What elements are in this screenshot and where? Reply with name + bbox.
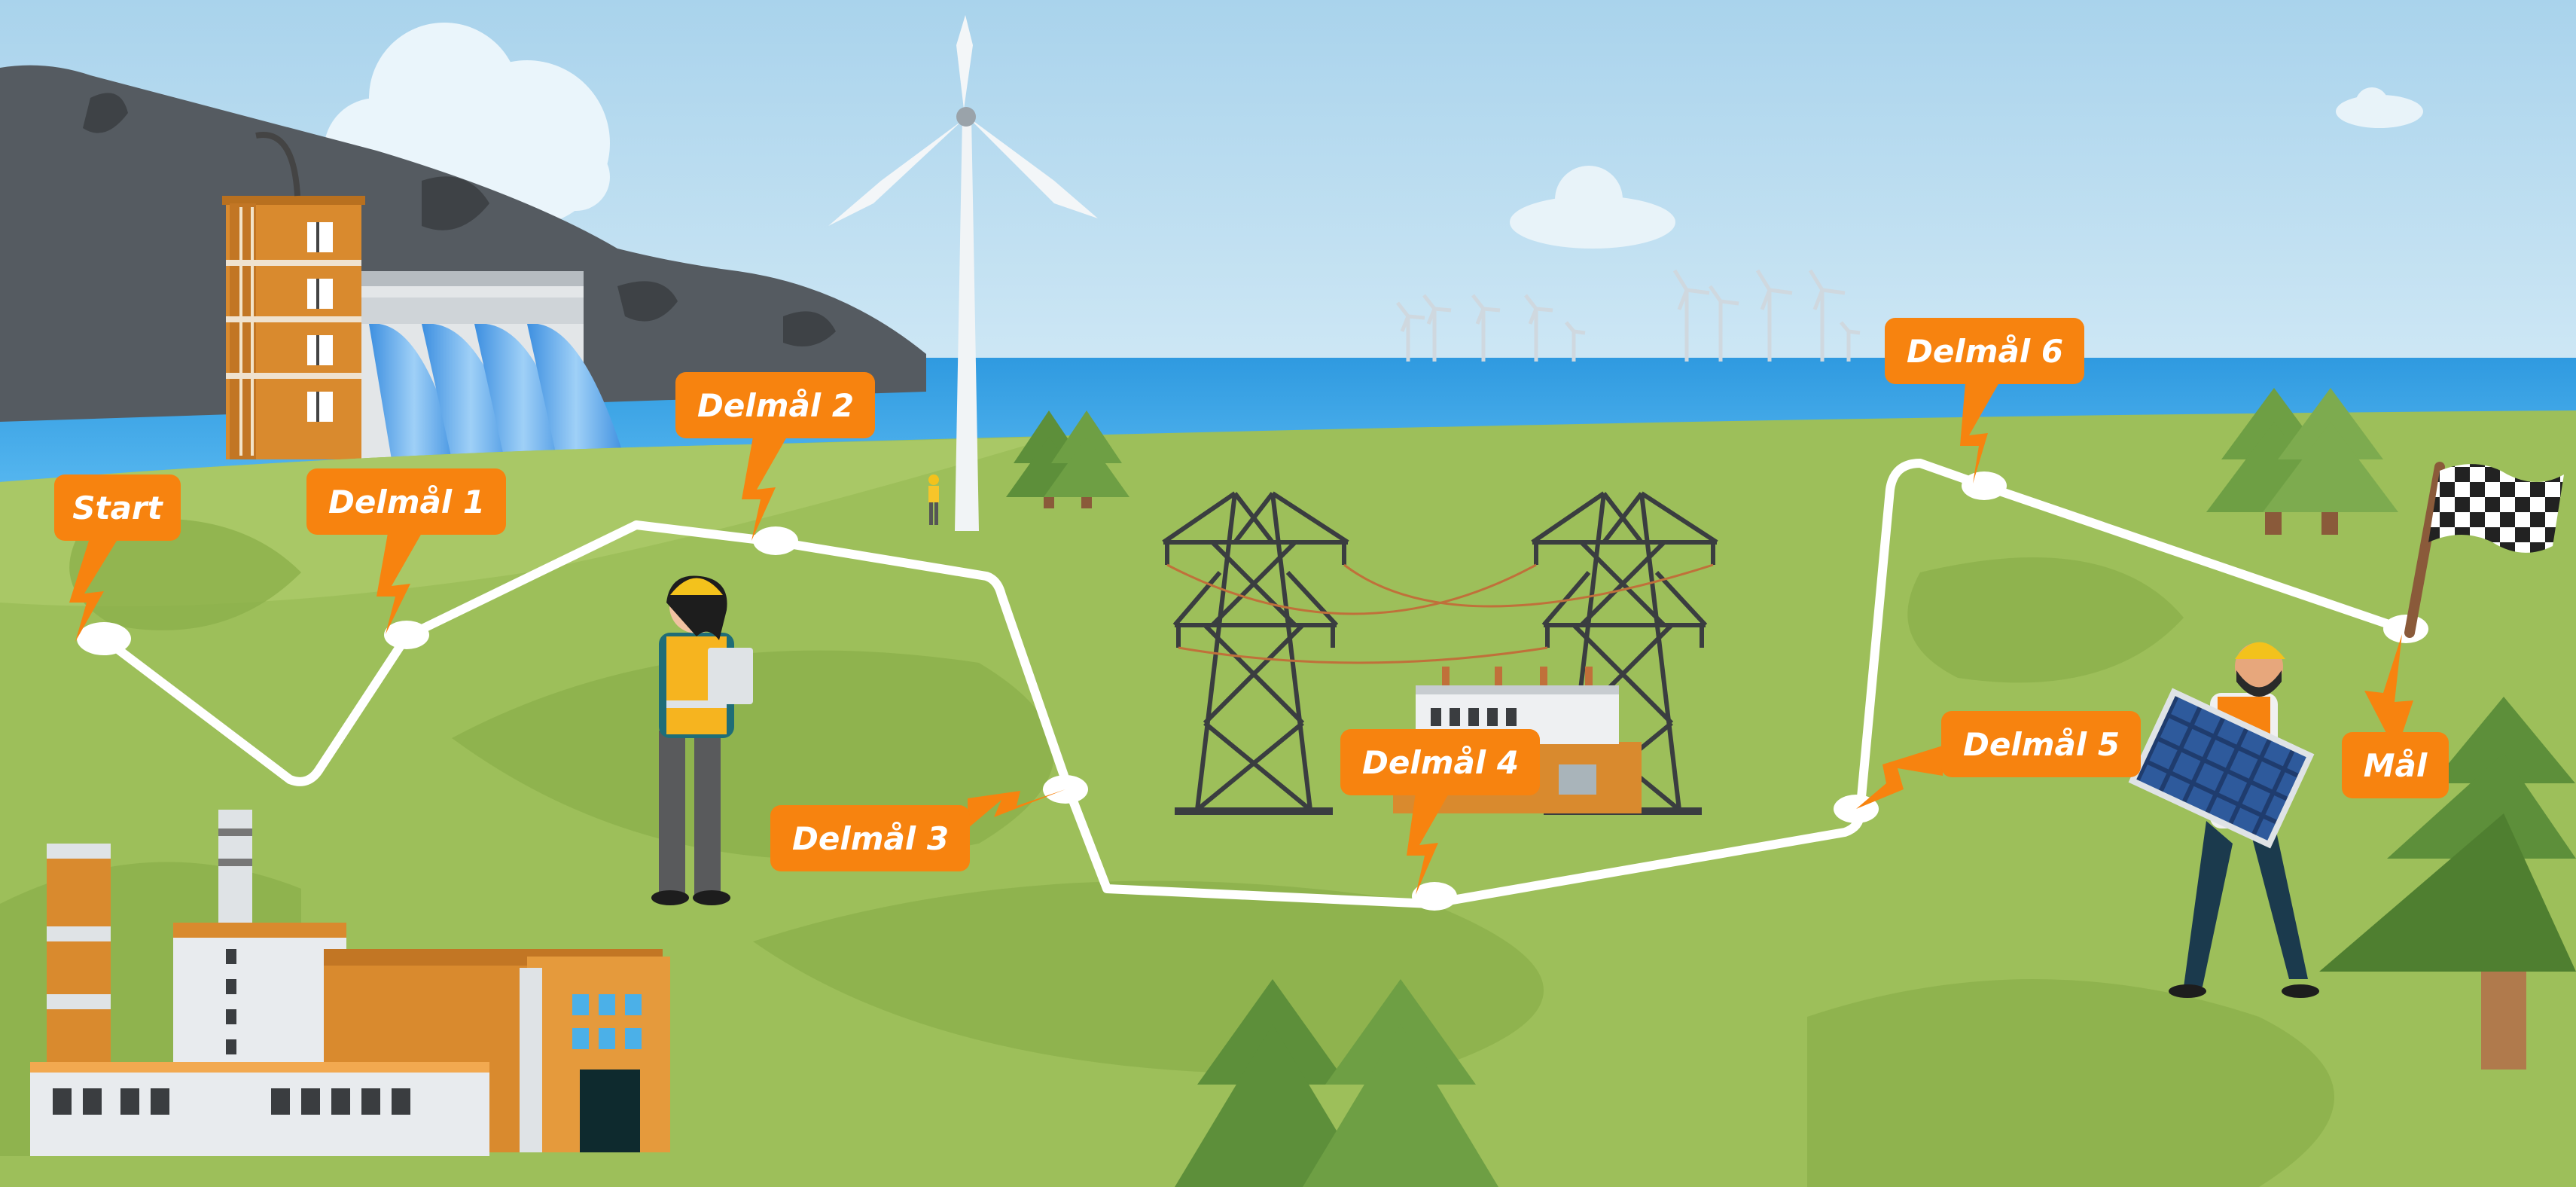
- wind-turbine: [828, 15, 1098, 531]
- milestone-label: Delmål 4: [1362, 744, 1519, 781]
- engineer-with-clipboard: [651, 575, 753, 905]
- tree: [1175, 979, 1370, 1187]
- milestone-delmal-1: Delmål 1: [306, 468, 506, 634]
- milestone-label: Delmål 2: [697, 387, 854, 424]
- tree: [2319, 697, 2576, 1070]
- tree: [1303, 979, 1498, 1187]
- small-worker-figure: [928, 474, 939, 525]
- industrial-plant: [0, 810, 678, 1187]
- milestone-label: Delmål 6: [1907, 333, 2063, 370]
- milestone-label: Mål: [2364, 747, 2428, 784]
- offshore-wind-farm: [1396, 269, 1861, 362]
- hydro-dam: [358, 271, 625, 459]
- checkered-flag-icon: [2404, 462, 2564, 638]
- power-lines: [1166, 563, 1714, 664]
- tree: [1044, 410, 1129, 508]
- milestone-start: Start: [54, 474, 181, 642]
- milestone-label: Delmål 1: [328, 484, 485, 520]
- cloud: [1510, 166, 1675, 249]
- power-pylon: [1162, 491, 1349, 812]
- milestone-label: Start: [72, 490, 163, 526]
- milestone-delmal-2: Delmål 2: [675, 372, 875, 541]
- tree: [2263, 388, 2398, 535]
- milestone-label: Delmål 3: [792, 820, 949, 857]
- milestone-delmal-6: Delmål 6: [1885, 318, 2084, 484]
- grass-shapes: [0, 518, 2334, 1187]
- milestone-mal: Mål: [2342, 634, 2449, 798]
- milestone-delmal-4: Delmål 4: [1340, 729, 1540, 895]
- milestone-label: Delmål 5: [1963, 726, 2120, 763]
- pylon-base: [1175, 807, 1333, 815]
- cliff-shadow: [83, 93, 836, 346]
- engineer-with-solar-panel: [2128, 642, 2319, 998]
- milestone-delmal-3: Delmål 3: [770, 789, 1065, 871]
- dam-tower: [222, 132, 365, 459]
- milestone-nodes: [77, 471, 2428, 911]
- route-path: [99, 459, 2407, 908]
- cloud: [2336, 87, 2423, 128]
- milestone-delmal-5: Delmål 5: [1856, 711, 2141, 809]
